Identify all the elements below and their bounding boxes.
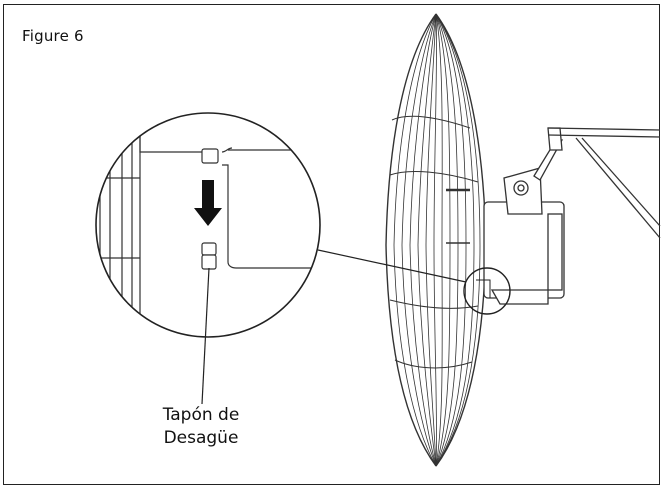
- figure-title: Figure 6: [22, 27, 84, 45]
- zoom-circle: [95, 112, 321, 338]
- callout-label-line-1: Tapón de: [162, 405, 240, 425]
- detail-marker-circle: [463, 267, 511, 315]
- fan-grill: [385, 13, 487, 467]
- zoom-leader-line: [317, 249, 467, 283]
- callout-leader: [201, 267, 210, 405]
- zoom-detail: [96, 113, 320, 337]
- down-arrow-icon: [194, 180, 222, 226]
- callout-label-line-2: Desagüe: [163, 428, 239, 448]
- motor-housing: [483, 127, 661, 305]
